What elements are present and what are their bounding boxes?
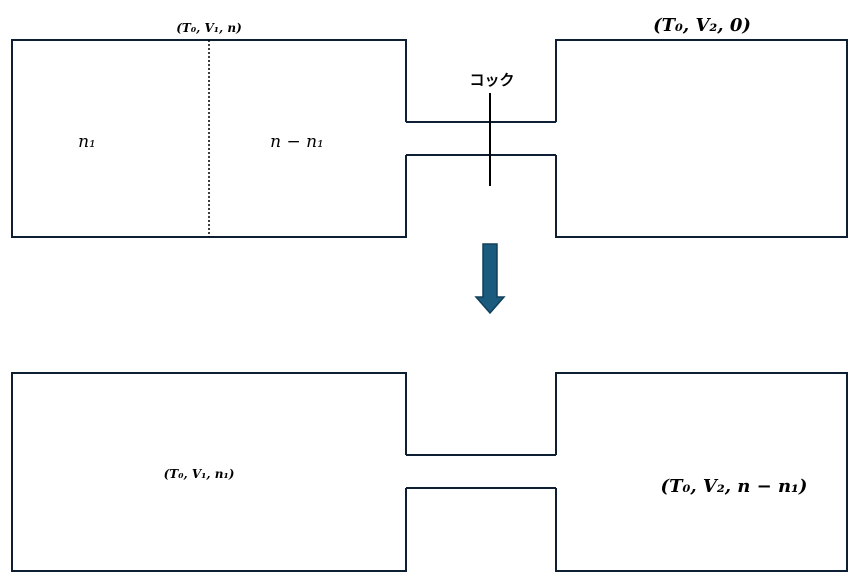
bottom-left-container	[11, 372, 407, 572]
bottom-right-state-label: (T₀, V₂, n − n₁)	[661, 476, 808, 497]
down-arrow-icon	[474, 243, 506, 315]
valve-label: コック	[469, 71, 514, 89]
top-left-part-label: n₁	[78, 132, 96, 152]
bottom-apparatus: (T₀, V₁, n₁) (T₀, V₂, n − n₁)	[11, 372, 848, 572]
top-right-state-label: (T₀, V₂, 0)	[653, 15, 751, 36]
top-apparatus: (T₀, V₁, n) (T₀, V₂, 0) n₁ n − n₁ コック	[11, 15, 848, 238]
bottom-left-state-label: (T₀, V₁, n₁)	[164, 467, 235, 481]
top-left-state-label: (T₀, V₁, n)	[176, 21, 242, 35]
top-right-container	[555, 39, 848, 238]
top-left-container	[11, 39, 407, 238]
top-right-part-label: n − n₁	[270, 132, 324, 152]
bottom-right-container	[555, 372, 848, 572]
